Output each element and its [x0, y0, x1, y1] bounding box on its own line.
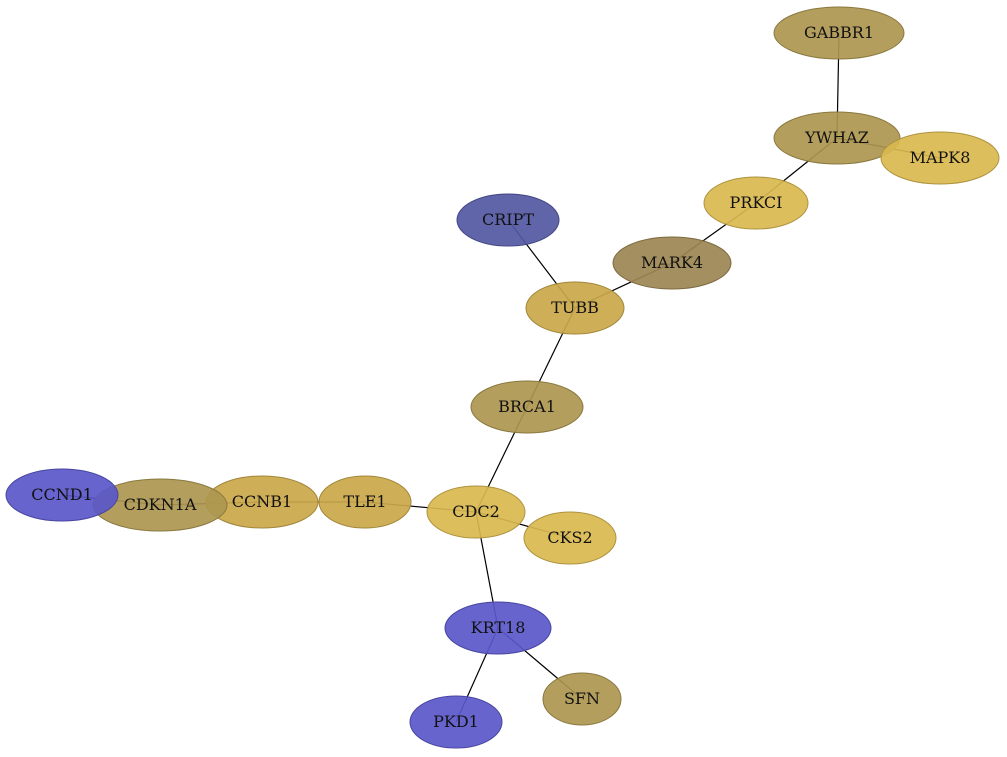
node-label: MARK4: [641, 253, 703, 272]
node-label: PRKCI: [730, 193, 783, 212]
node-cdc2[interactable]: CDC2: [426, 485, 526, 539]
node-ywhaz[interactable]: YWHAZ: [773, 111, 901, 165]
node-shape: [470, 380, 584, 434]
node-label: TUBB: [551, 298, 599, 317]
node-shape: [773, 111, 901, 165]
node-prkci[interactable]: PRKCI: [703, 176, 809, 230]
node-label: CDKN1A: [124, 495, 197, 514]
node-shape: [5, 468, 119, 522]
node-shape: [880, 131, 1000, 185]
node-label: TLE1: [343, 492, 386, 511]
node-shape: [542, 672, 622, 726]
node-shape: [523, 511, 617, 565]
node-gabbr1[interactable]: GABBR1: [773, 6, 905, 60]
node-shape: [612, 236, 732, 290]
node-label: MAPK8: [910, 148, 971, 167]
node-cks2[interactable]: CKS2: [523, 511, 617, 565]
node-mark4[interactable]: MARK4: [612, 236, 732, 290]
node-tle1[interactable]: TLE1: [318, 475, 412, 529]
node-pkd1[interactable]: PKD1: [409, 695, 503, 749]
node-tubb[interactable]: TUBB: [525, 281, 625, 335]
node-shape: [318, 475, 412, 529]
node-label: BRCA1: [498, 397, 556, 416]
node-label: GABBR1: [804, 23, 874, 42]
node-shape: [456, 193, 560, 247]
node-sfn[interactable]: SFN: [542, 672, 622, 726]
node-shape: [444, 601, 552, 655]
node-brca1[interactable]: BRCA1: [470, 380, 584, 434]
node-mapk8[interactable]: MAPK8: [880, 131, 1000, 185]
node-shape: [409, 695, 503, 749]
node-label: CCNB1: [232, 492, 292, 511]
node-label: CKS2: [547, 528, 592, 547]
node-label: CCND1: [31, 485, 93, 504]
node-shape: [773, 6, 905, 60]
node-shape: [525, 281, 625, 335]
node-label: YWHAZ: [804, 128, 869, 147]
node-label: CRIPT: [482, 210, 534, 229]
node-shape: [426, 485, 526, 539]
node-label: SFN: [564, 689, 600, 708]
node-label: KRT18: [471, 618, 526, 637]
node-label: CDC2: [452, 502, 500, 521]
node-ccnb1[interactable]: CCNB1: [205, 475, 319, 529]
node-ccnd1[interactable]: CCND1: [5, 468, 119, 522]
node-cdkn1a[interactable]: CDKN1A: [92, 478, 228, 532]
node-krt18[interactable]: KRT18: [444, 601, 552, 655]
node-shape: [703, 176, 809, 230]
node-cript[interactable]: CRIPT: [456, 193, 560, 247]
node-label: PKD1: [433, 712, 479, 731]
